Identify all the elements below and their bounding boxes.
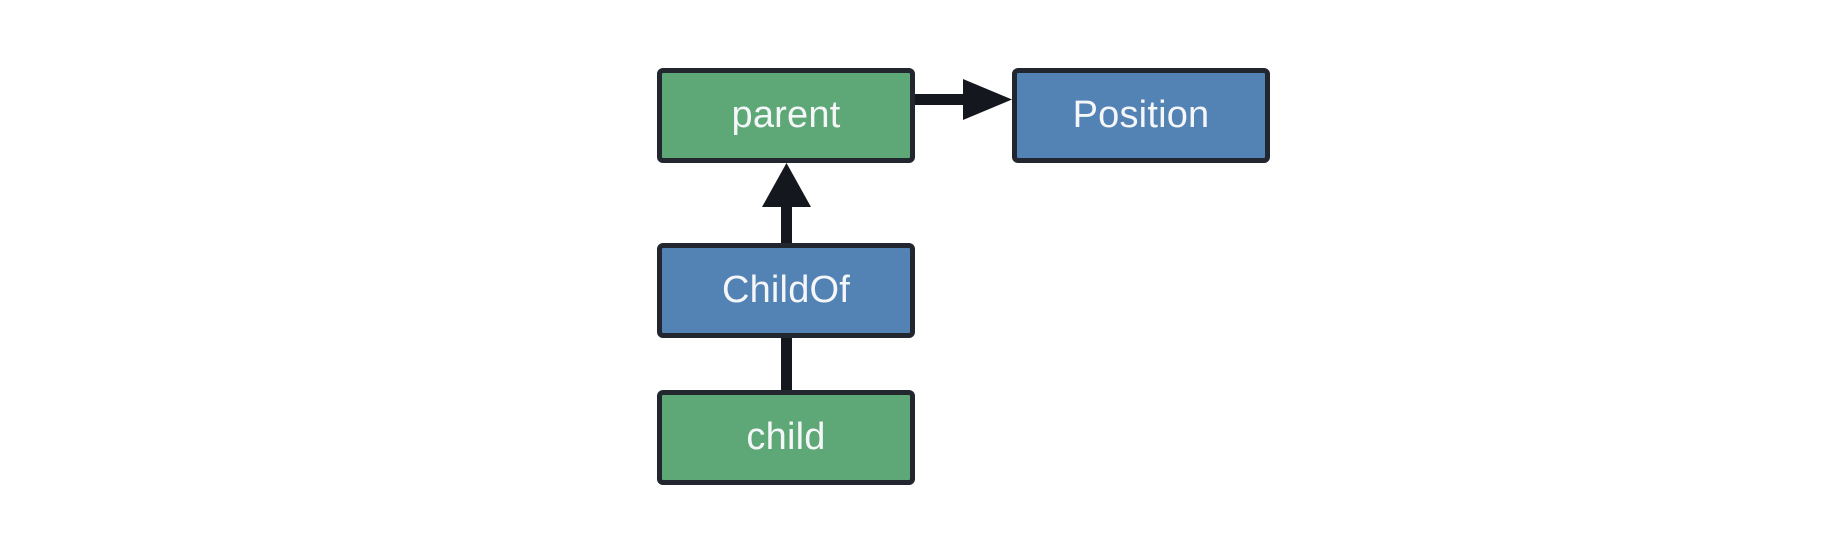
node-child-label: child [746,415,826,458]
edge-parent-to-position [915,79,1012,120]
node-parent-label: parent [731,93,841,136]
node-position-label: Position [1072,93,1210,136]
edge-child-to-childof [781,336,792,394]
edge-childof-to-parent [762,163,811,245]
node-parent[interactable]: parent [657,68,915,163]
node-childof-label: ChildOf [721,268,851,311]
node-position[interactable]: Position [1012,68,1270,163]
node-child[interactable]: child [657,390,915,485]
node-childof[interactable]: ChildOf [657,243,915,338]
